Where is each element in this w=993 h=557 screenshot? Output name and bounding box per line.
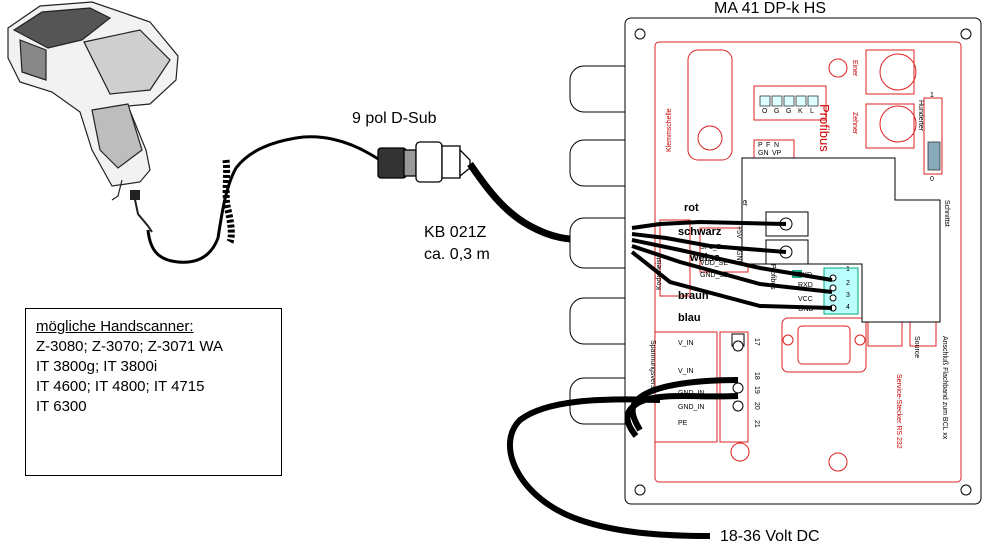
top-block-label: P: [758, 142, 763, 149]
dip-letter: G: [774, 108, 780, 115]
coiled-cable: [146, 135, 381, 264]
service-label: Service-Stecker RS 232: [895, 374, 902, 449]
terminal-label: GND: [798, 306, 814, 313]
dsub-connector: [377, 141, 471, 183]
top-block-label: GN: [758, 150, 769, 157]
wire-label: braun: [678, 290, 709, 302]
zehner-label: Zehner: [851, 112, 858, 135]
terminal-label: VCC: [798, 296, 813, 303]
block-label: GND_IN: [678, 390, 705, 397]
pin-number: 2: [846, 280, 850, 287]
power-label: 18-36 Volt DC: [720, 528, 820, 545]
dip-switch: [759, 95, 941, 171]
gnd-label: GND: [735, 250, 742, 266]
connector-label: 9 pol D-Sub: [352, 110, 437, 127]
pin-number: 19: [753, 386, 760, 394]
spannungsvers-label: Spannungsvers.: [649, 340, 656, 391]
pin-number: 3: [846, 292, 850, 299]
cable-length: ca. 0,3 m: [424, 246, 490, 263]
top-block-label: F: [766, 142, 771, 149]
plus5v-label: +5V: [735, 226, 742, 239]
wires: [630, 219, 833, 310]
hunderter-label: Hunderter: [917, 100, 924, 132]
profibus-label: Profibus: [817, 104, 832, 152]
dip-letter: O: [762, 108, 768, 115]
scanner-list-heading: mögliche Handscanner:: [36, 318, 194, 335]
top-block-label: N: [774, 142, 780, 149]
kodierleiste-label: Kodierleiste: [656, 253, 663, 290]
handscanner-illustration: [7, 1, 179, 233]
scanner-list-item: Z-3080; Z-3070; Z-3071 WA: [36, 338, 224, 355]
pin-number: 1: [846, 266, 850, 273]
top-block-label: VP: [772, 150, 782, 157]
terminal-label: RXD: [798, 282, 813, 289]
wire-label: rot: [684, 202, 699, 214]
dip-zero-label: 0: [930, 176, 934, 183]
dip-letter: K: [798, 108, 803, 115]
anschluss-label: Anschluß Flachband zum BCL xx: [941, 336, 948, 440]
schnittstelle-label: Schnittst: [943, 200, 950, 227]
pin-number: 20: [753, 402, 760, 410]
cable-name: KB 021Z: [424, 224, 487, 241]
einer-label: Einer: [851, 60, 858, 77]
block-label: SF1_B: [700, 244, 722, 251]
wire-label: schwarz: [678, 226, 722, 238]
pin-number: 21: [753, 420, 760, 428]
block-label: V_IN: [678, 368, 694, 375]
klemmschelle-label: Klemmschelle: [666, 108, 673, 152]
pin-number: 4: [846, 304, 850, 311]
wire-label: weiss: [690, 252, 720, 264]
scanner-list-item: IT 4600; IT 4800; IT 4715: [36, 378, 205, 395]
pin-number: 17: [753, 338, 760, 346]
device-title: MA 41 DP-k HS: [714, 0, 827, 17]
dip-letter: L: [810, 108, 814, 115]
profibus-small-label: Profibus: [769, 264, 776, 290]
power-cable: [507, 377, 739, 539]
wire-label: blau: [678, 312, 701, 324]
block-label: V_IN: [678, 340, 694, 347]
block-label: GND_IN: [678, 404, 705, 411]
terminal-label: TXD: [798, 272, 812, 279]
block-label: VDD_SE: [700, 260, 729, 267]
scanner-list-box: mögliche Handscanner: Z-3080; Z-3070; Z-…: [25, 308, 282, 476]
block-label: PE: [678, 420, 688, 427]
scanner-list-item: IT 6300: [36, 398, 87, 415]
dip-letter: G: [786, 108, 792, 115]
er-label: er: [741, 200, 748, 207]
scanner-list-item: IT 3800g; IT 3800i: [36, 358, 158, 375]
block-label: GND_SE: [700, 272, 729, 279]
pin-number: 18: [753, 372, 760, 380]
dip-one-label: 1: [930, 92, 934, 99]
source-label: Source: [913, 336, 920, 359]
